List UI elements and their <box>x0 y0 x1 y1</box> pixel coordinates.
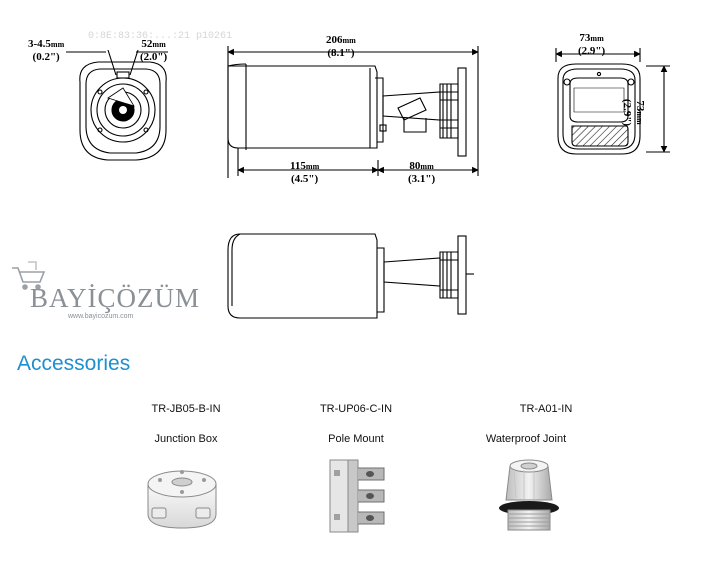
side-dim-body-value: 115 <box>290 160 306 172</box>
accessory-code-waterproof-joint: TR-A01-IN <box>519 403 573 415</box>
rear-view-drawing <box>555 48 670 155</box>
cart-logo-icon <box>12 261 46 290</box>
rear-dim-height-inch: (2.9") <box>621 98 634 127</box>
side-dim-length-inch: (8.1") <box>327 47 355 59</box>
rear-dim-width: 73mm (2.9") <box>578 32 605 57</box>
rear-dim-height-value: 73 <box>634 100 647 112</box>
rear-dim-width-inch: (2.9") <box>578 45 606 57</box>
accessory-name-waterproof-joint: Waterproof Joint <box>485 433 567 445</box>
front-dim-a-inch: (0.2") <box>32 51 60 63</box>
watermark-brand: BAYİÇÖZÜM <box>30 283 201 313</box>
front-dim-a: 3-4.5mm (0.2") <box>28 38 64 63</box>
side-dim-mount-inch: (3.1") <box>408 173 436 185</box>
front-dim-a-unit: mm <box>50 40 65 49</box>
accessory-code-junction-box: TR-JB05-B-IN <box>151 403 221 415</box>
side-dim-mount-value: 80 <box>409 160 421 172</box>
front-dim-b: 52mm (2.0") <box>140 38 167 63</box>
side-dim-length: 206mm (8.1") <box>326 34 356 59</box>
rear-dim-height: 73mm (2.9") <box>621 99 646 126</box>
watermark-url: www.bayicozum.com <box>68 313 134 320</box>
side-view-drawing-2 <box>227 233 474 319</box>
faint-overlay-text: 0:8E:83:36:...:21 p10261 <box>88 31 233 42</box>
side-dim-mount-unit: mm <box>420 162 434 171</box>
front-dim-b-unit: mm <box>152 40 166 49</box>
side-dim-body-inch: (4.5") <box>291 173 319 185</box>
accessory-name-junction-box: Junction Box <box>154 433 218 445</box>
accessory-name-pole-mount: Pole Mount <box>328 433 384 445</box>
front-view-drawing <box>66 49 168 161</box>
side-dim-length-unit: mm <box>342 36 356 45</box>
pole-mount-image <box>329 459 385 533</box>
accessory-code-pole-mount: TR-UP06-C-IN <box>319 403 393 415</box>
waterproof-joint-image <box>499 459 559 531</box>
side-dim-body-unit: mm <box>305 162 320 171</box>
side-dim-mount: 80mm (3.1") <box>408 160 435 185</box>
front-dim-b-value: 52 <box>141 38 153 50</box>
accessories-title: Accessories <box>17 352 131 375</box>
rear-dim-width-value: 73 <box>579 32 591 44</box>
side-view-drawing <box>227 46 479 178</box>
side-dim-length-value: 206 <box>326 34 343 46</box>
junction-box-image <box>147 470 217 529</box>
side-dim-body: 115mm (4.5") <box>290 160 319 185</box>
rear-dim-height-unit: mm <box>635 111 645 125</box>
rear-dim-width-unit: mm <box>590 34 604 43</box>
front-dim-a-value: 3-4.5 <box>28 38 51 50</box>
front-dim-b-inch: (2.0") <box>140 51 168 63</box>
